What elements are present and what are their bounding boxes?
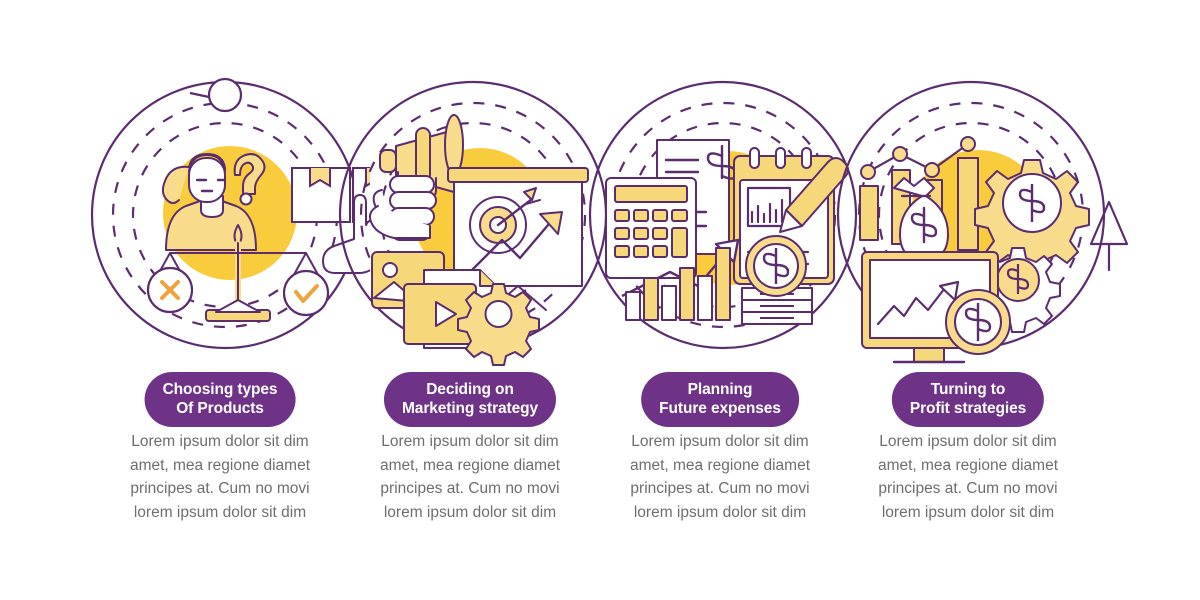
gear-icon	[457, 283, 540, 366]
board-top-bar	[447, 167, 589, 183]
cross-mark-icon	[160, 280, 180, 300]
bar-chart-icon	[625, 247, 731, 321]
step-3-title-line2: Future expenses	[659, 400, 781, 417]
step-4-title-line2: Profit strategies	[909, 400, 1027, 417]
step-2-description: Lorem ipsum dolor sit dim amet, mea regi…	[379, 433, 561, 521]
outer-solid-circle	[588, 80, 858, 350]
dollar-coin-icon	[745, 235, 807, 297]
growth-arrow-icon	[466, 211, 563, 276]
calculator-screen	[614, 185, 688, 203]
person-hair	[188, 153, 226, 173]
line-graph-icon	[867, 143, 969, 173]
step-1-title-line2: Of Products	[176, 400, 264, 417]
outer-dashed-circle	[359, 101, 587, 329]
step-1-description: Lorem ipsum dolor sit dim amet, mea regi…	[129, 433, 311, 521]
step-2-title-pill[interactable]: Deciding on Marketing strategy	[383, 372, 557, 427]
pointing-hand-icon	[322, 194, 370, 274]
step-4-illustration	[818, 0, 1118, 370]
monitor-stand	[913, 347, 945, 363]
triangle-pin-marker	[1089, 200, 1129, 272]
check-mark-badge	[282, 269, 330, 317]
step-3-description: Lorem ipsum dolor sit dim amet, mea regi…	[629, 433, 811, 521]
step-2-title-line2: Marketing strategy	[401, 400, 539, 417]
graph-node	[960, 136, 976, 152]
graph-node	[924, 162, 940, 178]
step-2-title-line1: Deciding on	[426, 381, 514, 398]
step-4[interactable]: Turning to Profit strategies Lorem ipsum…	[818, 0, 1118, 600]
graph-node	[860, 164, 876, 180]
graph-node	[892, 146, 908, 162]
circle-node-marker	[207, 77, 243, 113]
video-play-icon	[435, 301, 457, 327]
megaphone-back	[379, 149, 397, 173]
dollar-coin-icon	[945, 289, 1011, 355]
step-1[interactable]: Choosing types Of Products Lorem ipsum d…	[70, 0, 370, 600]
step-4-title-pill[interactable]: Turning to Profit strategies	[891, 372, 1045, 427]
check-mark-icon	[294, 284, 319, 303]
step-2-illustration	[320, 0, 620, 370]
step-4-title-line1: Turning to	[930, 381, 1006, 398]
step-2[interactable]: Deciding on Marketing strategy Lorem ips…	[320, 0, 620, 600]
person-arm	[161, 165, 190, 204]
target-dartboard-icon	[469, 187, 541, 254]
step-1-title-line1: Choosing types	[162, 381, 278, 398]
step-4-description: Lorem ipsum dolor sit dim amet, mea regi…	[877, 433, 1059, 521]
step-3-title-line1: Planning	[687, 381, 753, 398]
step-1-title-pill[interactable]: Choosing types Of Products	[144, 372, 296, 427]
gear-dollar-icon-large	[974, 159, 1090, 275]
holding-hand-icon	[389, 175, 435, 194]
step-3-title-pill[interactable]: Planning Future expenses	[641, 372, 799, 427]
